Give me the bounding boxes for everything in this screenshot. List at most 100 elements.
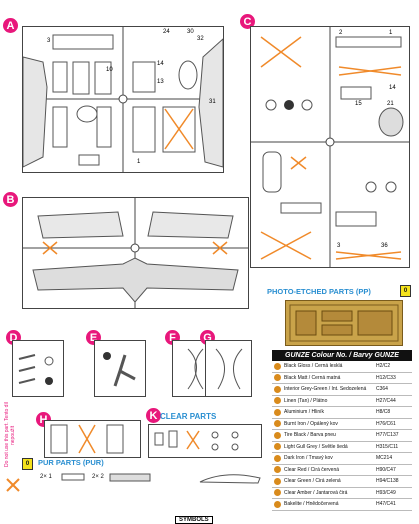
color-name: Dark Iron / Tmavý kov (284, 455, 333, 462)
sprue-b-badge: B (3, 192, 18, 207)
c-num-13: 15 (355, 101, 362, 107)
sprue-a-frame: 3 24 30 32 10 14 13 31 1 (22, 26, 224, 173)
color-code: H315/C11 (376, 443, 399, 450)
c-num-35: 36 (381, 243, 388, 249)
a-num-31: 31 (209, 99, 216, 105)
sprue-k-frame (148, 424, 262, 458)
pur-label-1: 2× 1 (40, 474, 52, 480)
color-name: Clear Amber / Jantarová čirá (284, 489, 348, 496)
gunze-row: Black Gloss / Černá lesklá H2/C2 (272, 361, 412, 373)
color-name: Clear Red / Čirá červená (284, 466, 340, 473)
gunze-row: Clear Red / Čirá červená H90/C47 (272, 465, 412, 476)
color-name: Linen (Tan) / Plátno (284, 397, 328, 404)
pur-parts-drawing (61, 473, 261, 484)
gunze-color-table: GUNZE Colour No. / Barvy GUNZE Black Glo… (272, 350, 412, 511)
a-num-30: 30 (187, 29, 194, 35)
color-name: Light Gull Grey / Světle šedá (284, 443, 348, 450)
color-code: H77/C137 (376, 432, 399, 439)
sprue-h-frame (44, 420, 141, 458)
paint-icon (274, 443, 281, 451)
paint-icon (274, 385, 281, 393)
sprue-g-drawing (215, 348, 243, 390)
pe-fret-drawing (289, 304, 399, 342)
paint-icon (274, 477, 281, 485)
color-name: Black Matt / Černá matná (284, 374, 341, 381)
gunze-row: Aluminium / Hliník H8/C8 (272, 407, 412, 419)
symbols-label: SYMBOLS (175, 516, 213, 524)
color-code: H27/C44 (376, 397, 396, 404)
color-name: Interior Grey-Green / Int. Šedozelená (284, 386, 367, 393)
gunze-row: Clear Amber / Jantarová čirá H93/C49 (272, 488, 412, 499)
pur-label-2: 2× 2 (92, 474, 104, 480)
gunze-row: Tire Black / Barva pneu H77/C137 (272, 430, 412, 442)
gunze-row: Linen (Tan) / Plátno H27/C44 (272, 396, 412, 407)
do-not-use-note: Do not use this part. Tento díl nepoužít (4, 402, 16, 468)
sprue-k-drawing (154, 430, 239, 451)
a-num-25: 14 (157, 61, 164, 67)
color-code: H8/C8 (376, 409, 391, 416)
color-name: Black Gloss / Černá lesklá (284, 363, 343, 370)
sprue-h-drawing (50, 424, 124, 454)
c-num-2: 2 (339, 30, 343, 36)
color-name: Tire Black / Barva pneu (284, 432, 336, 439)
color-name: Burnt Iron / Opálený kov (284, 420, 338, 427)
a-num-12: 10 (106, 67, 113, 73)
sprue-e-drawing (103, 352, 136, 387)
gunze-row: Clear Green / Čirá zelená H94/C138 (272, 476, 412, 488)
photo-etched-title: PHOTO-ETCHED PARTS (PP) (267, 287, 371, 296)
paint-icon (274, 408, 281, 416)
gunze-row: Light Gull Grey / Světle šedá H315/C11 (272, 442, 412, 453)
pe-symbol: 0 (400, 285, 411, 297)
paint-icon (274, 420, 281, 428)
sprue-g-frame (205, 340, 252, 397)
a-num-26: 13 (157, 79, 164, 85)
paint-icon (274, 362, 281, 370)
gunze-row: Interior Grey-Green / Int. Šedozelená C36… (272, 384, 412, 396)
color-code: H12/C33 (376, 374, 396, 381)
color-code: H76/C61 (376, 420, 396, 427)
sprue-a-drawing (23, 27, 223, 172)
pur-symbol: 0 (22, 458, 33, 470)
color-name: Bakelite / Hnědočervená (284, 501, 339, 508)
paint-icon (274, 397, 281, 405)
c-num-12: 14 (389, 85, 396, 91)
sprue-e-frame (94, 340, 146, 397)
paint-icon (274, 374, 281, 382)
paint-icon (274, 431, 281, 439)
sprue-f-drawing (187, 348, 204, 390)
color-code: H47/C41 (376, 501, 396, 508)
color-name: Aluminium / Hliník (284, 409, 325, 416)
sprue-b-drawing (23, 198, 248, 308)
a-num-32: 32 (197, 36, 204, 42)
sprue-d-drawing (18, 354, 54, 385)
clear-parts-title: CLEAR PARTS (160, 412, 217, 421)
color-code: H93/C49 (376, 489, 396, 496)
gunze-row: Black Matt / Černá matná H12/C33 (272, 373, 412, 384)
c-num-1: 1 (389, 30, 393, 36)
color-code: H94/C138 (376, 478, 399, 485)
sprue-k-badge: K (146, 408, 161, 423)
sprue-c-frame: 2 1 15 14 21 36 3 (250, 26, 410, 268)
pur-parts-title: PUR PARTS (PUR) (38, 458, 104, 467)
gunze-title: GUNZE Colour No. / Barvy GUNZE (272, 350, 412, 361)
color-code: H2/C2 (376, 363, 391, 370)
color-code: H90/C47 (376, 466, 396, 473)
pe-fret (285, 300, 403, 346)
color-code: C364 (376, 386, 388, 393)
sprue-b-frame (22, 197, 249, 309)
paint-icon (274, 489, 281, 497)
color-name: Clear Green / Čirá zelená (284, 478, 341, 485)
gunze-row: Burnt Iron / Opálený kov H76/C61 (272, 419, 412, 430)
c-num-19: 21 (387, 101, 394, 107)
sprue-a-badge: A (3, 18, 18, 33)
sprue-c-drawing (251, 27, 409, 267)
c-num-36: 3 (337, 243, 341, 249)
sprue-d-frame (12, 340, 64, 397)
a-num-3: 3 (47, 38, 51, 44)
gunze-row: Dark Iron / Tmavý kov MC214 (272, 453, 412, 465)
sprue-c-badge: C (240, 14, 255, 29)
paint-icon (274, 500, 281, 508)
paint-icon (274, 454, 281, 462)
color-code: MC214 (376, 455, 393, 462)
a-num-1: 1 (137, 159, 141, 165)
